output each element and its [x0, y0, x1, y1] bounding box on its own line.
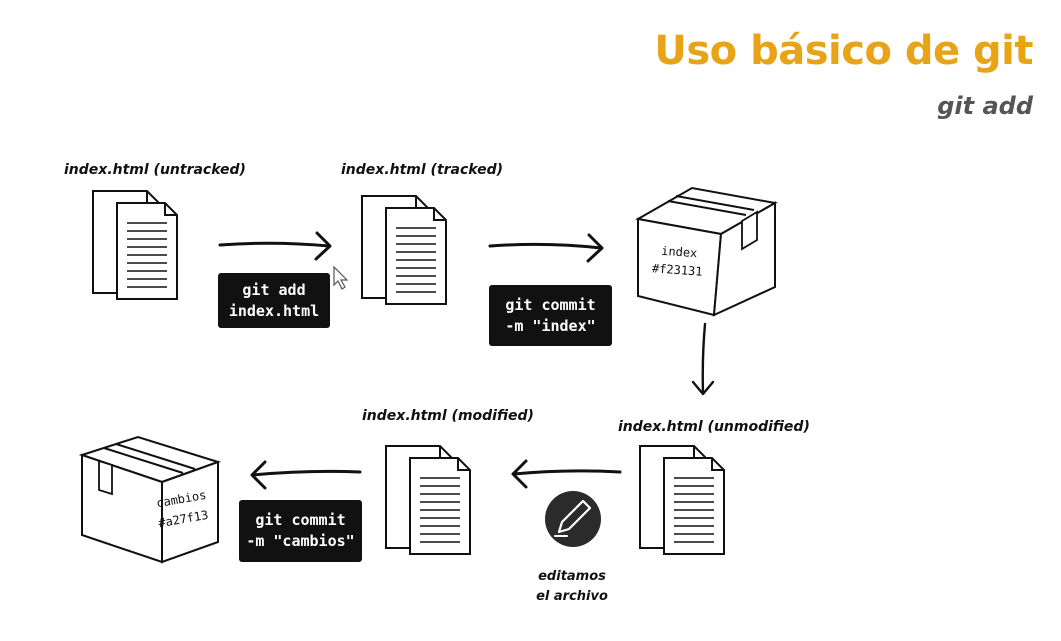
commit-box-cambios: cambios #a27f13 [78, 435, 222, 564]
docs-untracked [92, 190, 178, 300]
commit-index-hash: #f23131 [652, 261, 703, 278]
commit-box-index: index #f23131 [635, 186, 778, 317]
git-commit-cambios-line1: git commit [255, 511, 346, 529]
arrow-commit-cambios [250, 460, 362, 490]
label-tracked: index.html (tracked) [341, 162, 504, 178]
git-add-line1: git add [242, 280, 306, 299]
pencil-icon [545, 491, 601, 547]
edit-label-line2: el archivo [536, 589, 608, 604]
docs-tracked [361, 195, 447, 305]
docs-unmodified [639, 445, 725, 555]
git-add-command: git add index.html [218, 273, 330, 328]
edit-label-line1: editamos [538, 569, 606, 584]
arrow-commit [488, 233, 604, 263]
page-subtitle: git add [937, 92, 1033, 120]
arrow-edit [511, 459, 622, 489]
docs-modified [385, 445, 471, 555]
edit-label: editamos el archivo [532, 567, 612, 607]
label-untracked: index.html (untracked) [64, 162, 246, 178]
label-modified: index.html (modified) [362, 408, 534, 424]
git-commit-index-command: git commit -m "index" [489, 285, 612, 346]
commit-index-name: index [661, 244, 698, 260]
mouse-cursor-icon [333, 265, 349, 290]
git-commit-cambios-line2: -m "cambios" [246, 532, 355, 550]
label-unmodified: index.html (unmodified) [618, 419, 810, 435]
git-commit-index-line2: -m "index" [505, 316, 596, 335]
git-add-line2: index.html [228, 301, 320, 320]
page-title: Uso básico de git [654, 28, 1033, 74]
git-commit-cambios-command: git commit -m "cambios" [239, 500, 362, 562]
arrow-down [691, 322, 715, 396]
arrow-add [218, 231, 332, 261]
git-commit-index-line1: git commit [505, 295, 596, 314]
